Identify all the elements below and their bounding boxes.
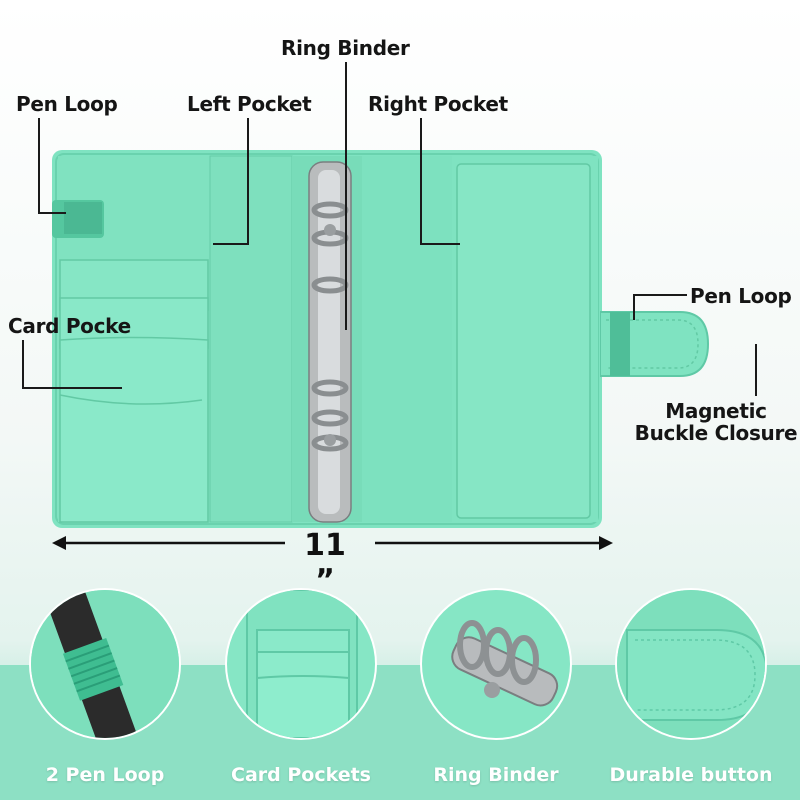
feature-circle-pen-loop <box>31 590 179 738</box>
leader-card-pocket <box>22 340 24 388</box>
callout-right-pocket: Right Pocket <box>368 92 508 116</box>
feature-caption-pen-loop: 2 Pen Loop <box>45 764 165 786</box>
feature-circle-ring-binder <box>422 590 570 738</box>
callout-pen-loop-right: Pen Loop <box>690 284 792 308</box>
dimension-label: 11 ” <box>304 528 346 598</box>
button-closeup-icon <box>617 590 765 738</box>
right-pocket <box>456 163 591 519</box>
callout-magnetic-line1: Magnetic <box>665 399 767 423</box>
left-pocket <box>209 155 293 523</box>
magnetic-buckle-strap <box>600 311 710 377</box>
callout-ring-binder: Ring Binder <box>281 36 410 60</box>
card-slot <box>59 336 209 523</box>
leader-pen-loop-left <box>38 118 40 214</box>
dimension-arrow <box>52 536 613 550</box>
feature-circle-button <box>617 590 765 738</box>
leader-pen-loop-right <box>633 294 687 296</box>
leader-ring-binder <box>345 62 347 330</box>
callout-left-pocket: Left Pocket <box>187 92 312 116</box>
leader-magnetic-buckle <box>755 344 757 396</box>
leader-right-pocket <box>420 118 422 244</box>
callout-magnetic-buckle: Magnetic Buckle Closure <box>632 400 800 444</box>
ring-binder-closeup-icon <box>422 590 570 738</box>
leader-left-pocket <box>247 118 249 244</box>
feature-caption-ring-binder: Ring Binder <box>433 764 559 786</box>
pen-loop-closeup-icon <box>31 590 179 738</box>
binder-illustration <box>52 150 602 528</box>
callout-magnetic-line2: Buckle Closure <box>634 421 798 445</box>
feature-caption-card-pockets: Card Pockets <box>231 764 371 786</box>
callout-card-pocket: Card Pocke <box>8 314 131 338</box>
callout-pen-loop-left: Pen Loop <box>16 92 118 116</box>
middle-panel <box>362 156 452 522</box>
feature-circle-card-pockets <box>227 590 375 738</box>
card-pockets-closeup-icon <box>227 590 375 738</box>
feature-caption-button: Durable button <box>609 764 773 786</box>
pen-loop-right <box>610 312 630 376</box>
